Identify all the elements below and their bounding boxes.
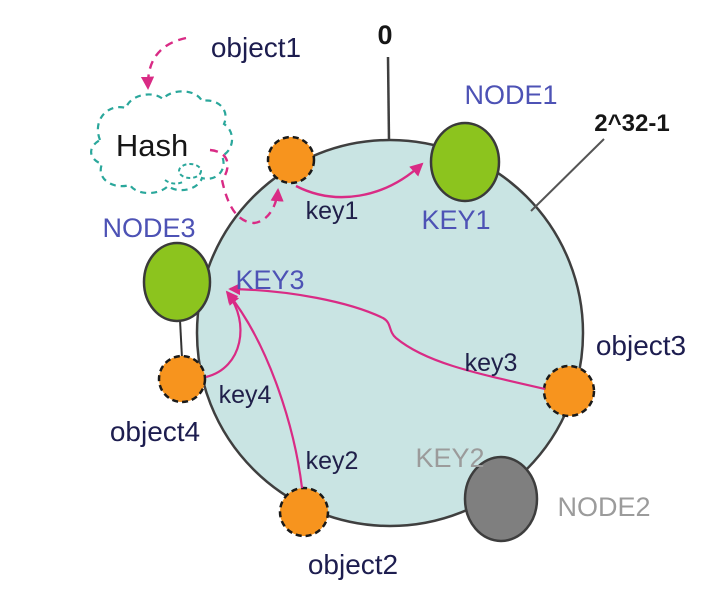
- key4-label: key4: [219, 381, 272, 409]
- hash-cloud-scribble: [178, 163, 202, 179]
- key3-node-label: KEY3: [235, 265, 304, 295]
- hash-label: Hash: [116, 128, 188, 163]
- hash-to-ring-arrow: [209, 148, 284, 225]
- ring-point-key2: [278, 486, 330, 538]
- hash-cloud-outline: [90, 90, 234, 195]
- ring-point-key4: [157, 354, 207, 404]
- node2-label: NODE2: [557, 492, 650, 522]
- key2-label: key2: [306, 447, 359, 475]
- node3-point-connector: [179, 319, 183, 359]
- node1-label: NODE1: [464, 80, 557, 110]
- max-pointer-line: [530, 138, 605, 212]
- ring-point-key1: [266, 135, 316, 185]
- ring-point-key3: [542, 364, 596, 418]
- max-label: 2^32-1: [594, 110, 669, 137]
- key3-label: key3: [465, 349, 518, 377]
- zero-tick-line: [386, 56, 391, 142]
- key2-node-label: KEY2: [415, 443, 484, 473]
- node2-ellipse: [463, 455, 539, 543]
- hash-cloud-scribble-2: [164, 179, 184, 185]
- object4-label: object4: [110, 416, 200, 447]
- node1-ellipse: [429, 121, 501, 203]
- key1-node-label: KEY1: [421, 205, 490, 235]
- key1-label: key1: [306, 197, 359, 225]
- node3-label: NODE3: [102, 213, 195, 243]
- key2-arrow: [225, 290, 304, 489]
- object1-label: object1: [211, 32, 301, 63]
- object1-to-hash-arrow: [140, 36, 187, 90]
- object3-label: object3: [596, 330, 686, 361]
- zero-label: 0: [377, 20, 392, 50]
- node3-ellipse: [142, 241, 212, 323]
- object2-label: object2: [308, 549, 398, 580]
- key3-arrow: [228, 283, 546, 391]
- key1-arrow: [295, 162, 424, 199]
